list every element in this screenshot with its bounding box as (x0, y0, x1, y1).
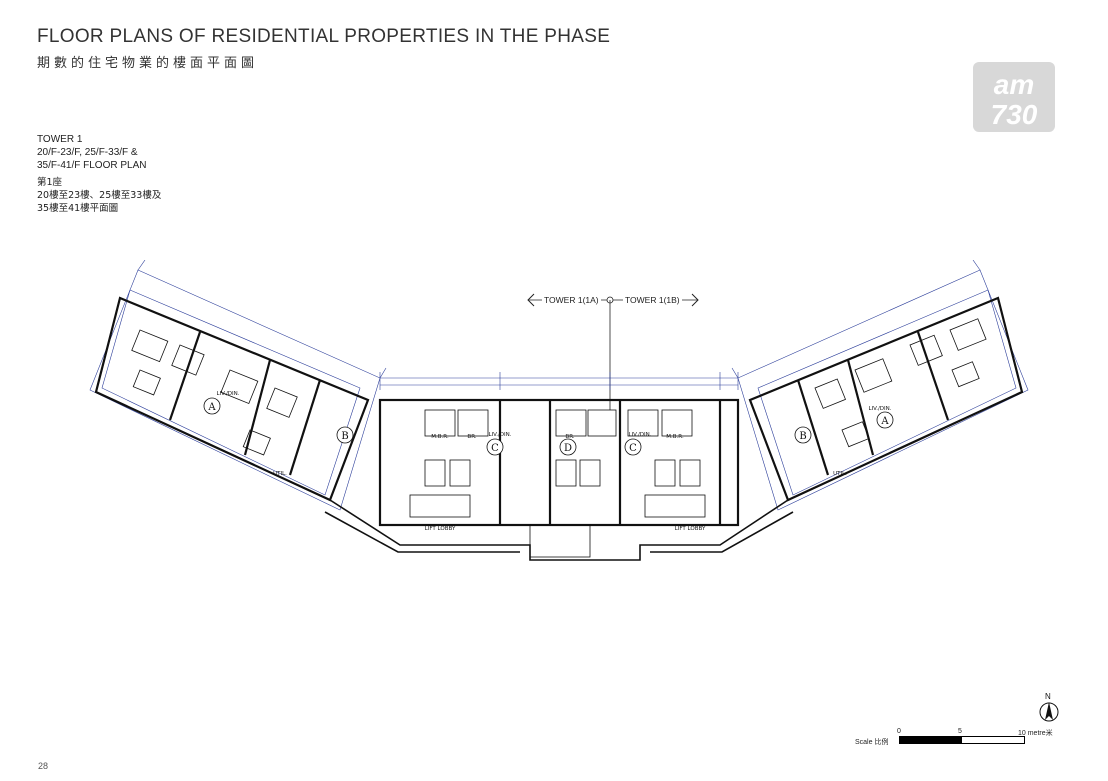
central-block-walls (378, 398, 740, 527)
page-title: FLOOR PLANS OF RESIDENTIAL PROPERTIES IN… (37, 26, 611, 47)
svg-text:C: C (629, 443, 637, 454)
room-labels: LIV./DIN. LIV./DIN. LIV./DIN. LIV./DIN. … (216, 391, 891, 532)
svg-text:D: D (564, 443, 572, 454)
scale-tick-5: 5 (958, 728, 962, 735)
unit-markers: A B C D C B A (203, 397, 894, 456)
room-label-utility-left: UTIL. (273, 471, 287, 477)
page-number: 28 (38, 761, 49, 771)
page-title-chinese: 期數的住宅物業的樓面平面圖 (37, 56, 259, 71)
floor-plan-drawing: A B C D C B A LIV./DIN. LIV./DIN. LIV./D… (89, 260, 1029, 561)
room-label-living-right: LIV./DIN. (868, 406, 891, 412)
scale-tick-10: 10 metre米 (1018, 730, 1053, 737)
unit-marker-a-left: A (203, 397, 221, 415)
svg-text:A: A (207, 402, 216, 413)
scale-label: Scale 比例 (855, 739, 889, 746)
unit-marker-c-right: C (624, 438, 642, 456)
floor-range-line1: 20/F-23/F, 25/F-33/F & (37, 147, 138, 158)
room-label-master-right: M.B.R. (666, 434, 684, 440)
svg-text:N: N (1045, 692, 1051, 701)
room-label-living-center-right: LIV./DIN. (628, 432, 651, 438)
logo-text-730: 730 (991, 99, 1038, 130)
scale-graphic (899, 736, 1025, 744)
front-outline (324, 499, 794, 561)
room-label-bedroom-center: BR. (565, 434, 574, 440)
tower-name-chinese: 第1座 (37, 177, 63, 188)
room-label-master-left: M.B.R. (431, 434, 449, 440)
lift-lobby-left: LIFT LOBBY (425, 526, 456, 532)
central-rooms (409, 409, 706, 558)
scale-bar: Scale 比例 0 5 10 metre米 (850, 725, 1053, 755)
north-arrow-icon: N (1039, 692, 1059, 722)
central-block-dimensions (379, 372, 739, 390)
unit-marker-b-left: B (336, 426, 354, 444)
room-label-utility-right: UTIL. (833, 471, 847, 477)
tower-name: TOWER 1 (37, 134, 83, 145)
room-label-bedroom-left: BR. (467, 434, 476, 440)
tower-1b-label: TOWER 1(1B) (623, 295, 682, 305)
svg-text:B: B (341, 431, 348, 442)
lift-lobby-right: LIFT LOBBY (675, 526, 706, 532)
room-label-living-center-left: LIV./DIN. (488, 432, 511, 438)
svg-text:B: B (799, 431, 806, 442)
svg-text:A: A (880, 416, 889, 427)
unit-marker-c-left: C (486, 438, 504, 456)
am730-watermark-logo: am 730 (973, 62, 1055, 132)
right-wing-walls (748, 296, 1024, 502)
floor-range-chinese-line1: 20樓至23樓、25樓至33樓及 (37, 190, 162, 201)
floor-plan-label: TOWER 1 20/F-23/F, 25/F-33/F & 35/F-41/F… (37, 133, 161, 215)
tower-1a-label: TOWER 1(1A) (542, 295, 601, 305)
svg-text:C: C (491, 443, 499, 454)
scale-tick-0: 0 (897, 728, 901, 735)
floor-range-line2: 35/F-41/F FLOOR PLAN (37, 160, 147, 171)
unit-marker-a-right: A (876, 411, 894, 429)
unit-marker-d: D (559, 438, 577, 456)
unit-marker-b-right: B (794, 426, 812, 444)
room-label-living-left: LIV./DIN. (216, 391, 239, 397)
logo-text-am: am (994, 69, 1034, 100)
left-wing-walls (94, 296, 370, 502)
floor-range-chinese-line2: 35樓至41樓平面圖 (37, 203, 119, 214)
